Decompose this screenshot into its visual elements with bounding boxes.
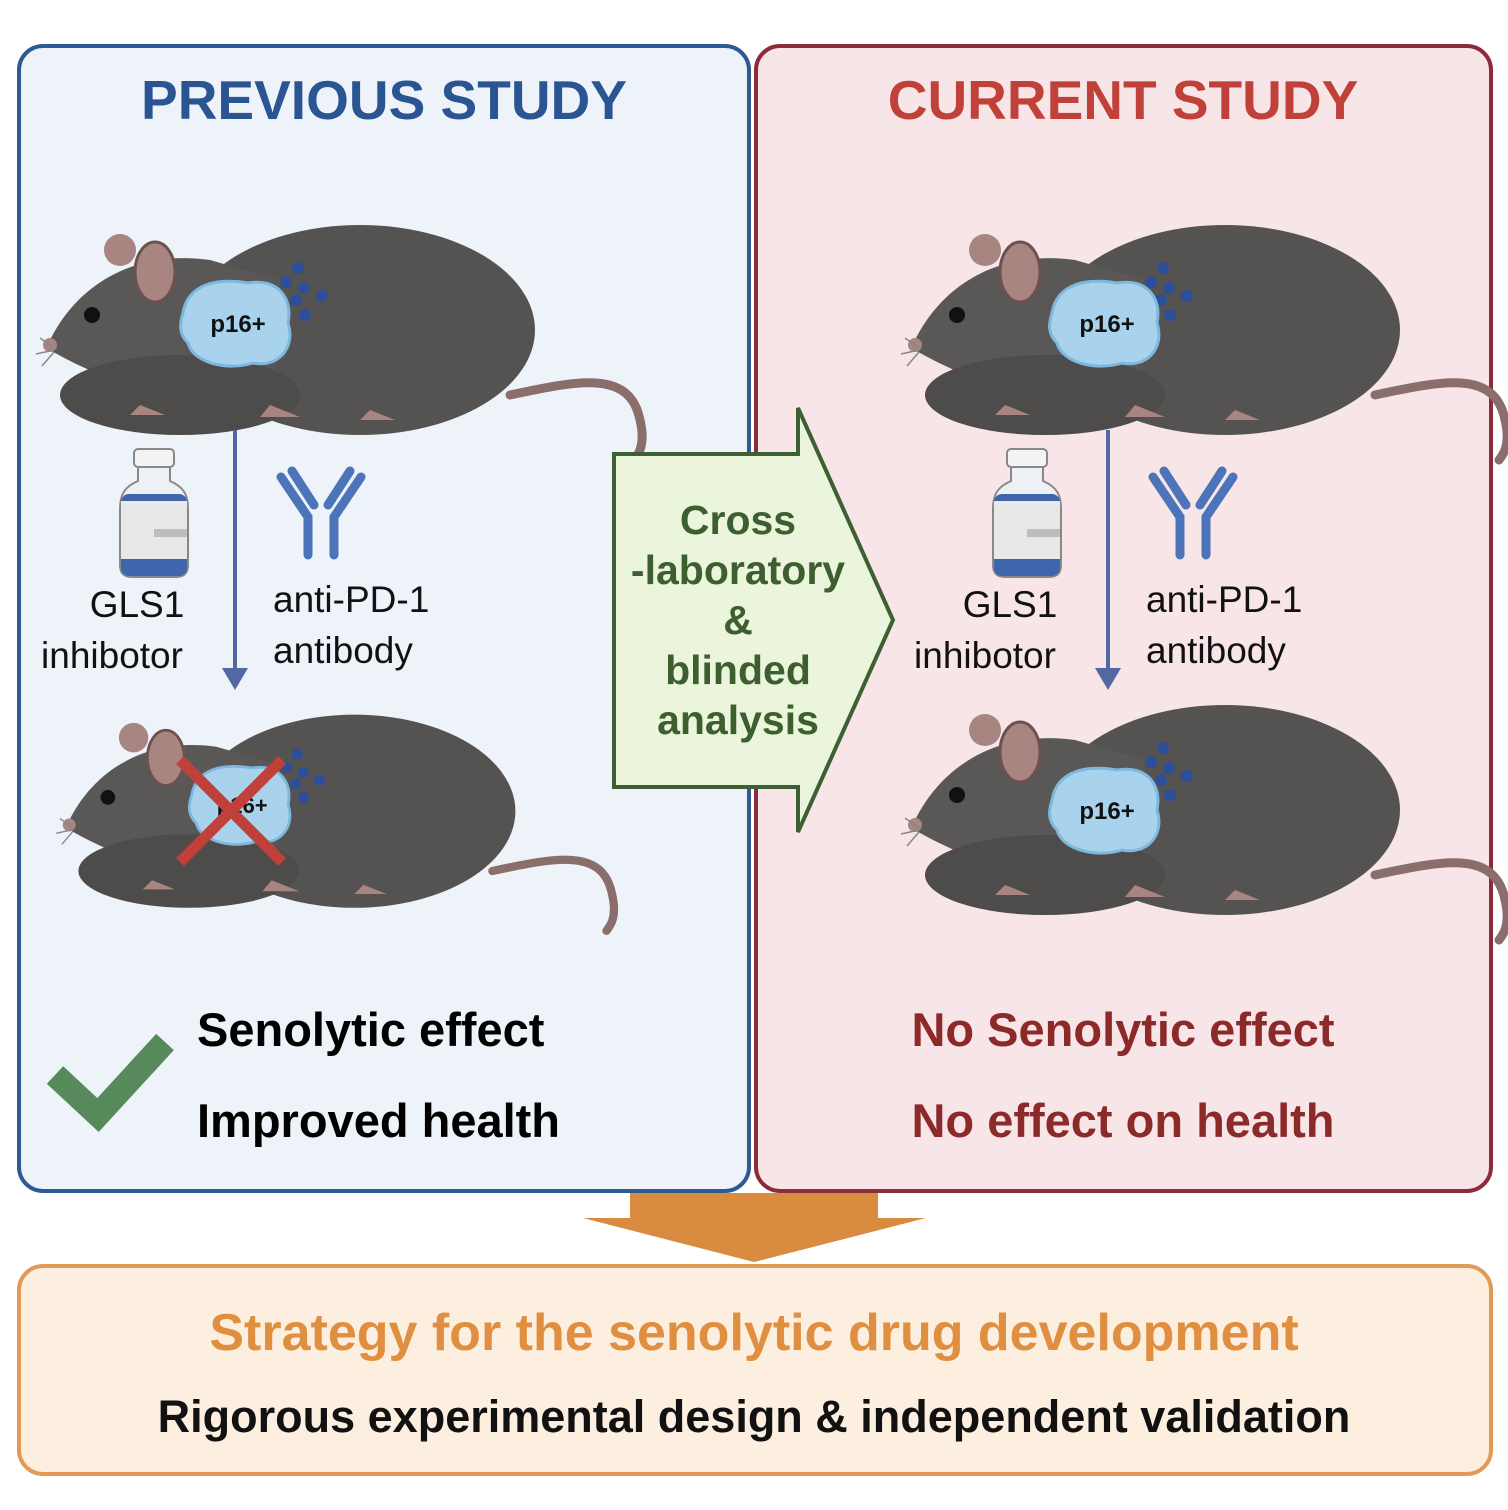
previous-result-2: Improved health (197, 1094, 560, 1147)
current-result-1: No Senolytic effect (911, 1003, 1334, 1056)
transition-text: -laboratory (631, 547, 845, 593)
transition-text: blinded (665, 647, 811, 693)
antibody-label: anti-PD-1 (1146, 579, 1302, 620)
antibody-label: antibody (273, 630, 413, 671)
previous-study-title: PREVIOUS STUDY (141, 69, 627, 131)
down-arrow (222, 430, 248, 690)
previous-result-1: Senolytic effect (197, 1003, 545, 1056)
p16-label: p16+ (1079, 798, 1134, 825)
current-study-title: CURRENT STUDY (888, 69, 1359, 131)
mouse-after-icon: p16+ (901, 705, 1507, 940)
p16-label: p16+ (1079, 311, 1134, 338)
p16-label: p16+ (210, 311, 265, 338)
conclusion-box (17, 1264, 1493, 1476)
transition-arrow (612, 407, 896, 833)
current-result-2: No effect on health (911, 1094, 1334, 1147)
checkmark-icon (46, 1033, 174, 1133)
transition-text: analysis (657, 697, 819, 743)
cross-icon (176, 756, 286, 866)
drug-label: inhibotor (41, 635, 183, 676)
transition-text: Cross (680, 497, 796, 543)
mouse-before-icon: p16+ (901, 225, 1507, 460)
antibody-label: antibody (1146, 630, 1286, 671)
drug-label: inhibotor (914, 635, 1056, 676)
antibody-label: anti-PD-1 (273, 579, 429, 620)
transition-text: & (723, 597, 753, 643)
down-arrow (1095, 430, 1121, 690)
mouse-before-icon: p16+ (36, 225, 642, 460)
drug-label: GLS1 (963, 584, 1058, 625)
conclusion-arrow (583, 1193, 926, 1262)
drug-label: GLS1 (90, 584, 185, 625)
conclusion-subtitle: Rigorous experimental design & independe… (158, 1391, 1351, 1442)
conclusion-title: Strategy for the senolytic drug developm… (209, 1304, 1298, 1362)
